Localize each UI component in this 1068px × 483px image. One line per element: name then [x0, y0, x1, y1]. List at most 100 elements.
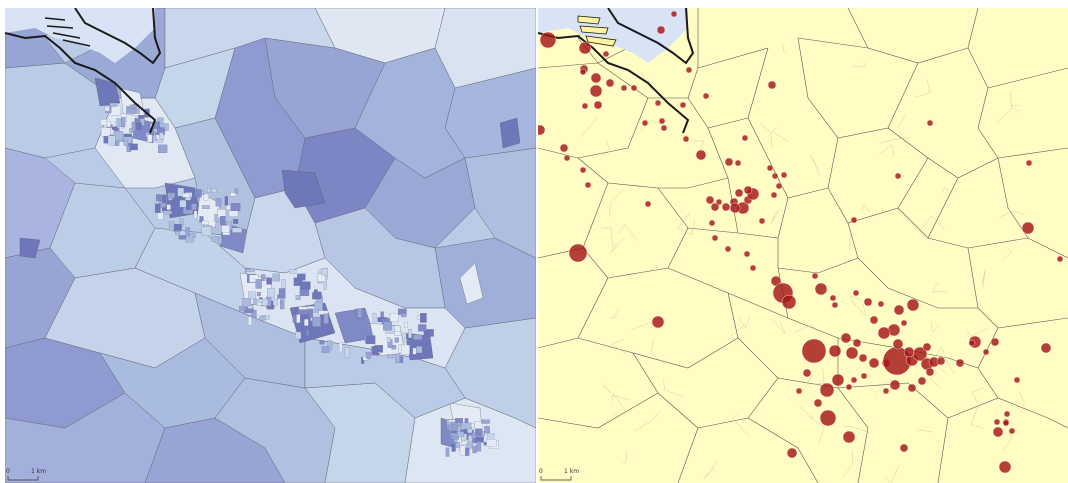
- proportional-symbol[interactable]: [900, 319, 908, 327]
- proportional-symbol[interactable]: [852, 338, 862, 348]
- proportional-symbol[interactable]: [734, 159, 742, 167]
- urban-block[interactable]: [499, 117, 521, 149]
- proportional-symbol[interactable]: [729, 202, 741, 214]
- urban-block[interactable]: [281, 169, 326, 209]
- proportional-symbol[interactable]: [899, 443, 909, 453]
- proportional-symbol[interactable]: [922, 342, 932, 352]
- proportional-symbol[interactable]: [852, 289, 860, 297]
- proportional-symbol[interactable]: [579, 166, 587, 174]
- proportional-symbol[interactable]: [894, 172, 902, 180]
- proportional-symbol[interactable]: [786, 447, 798, 459]
- proportional-symbol[interactable]: [863, 297, 873, 307]
- urban-block[interactable]: [94, 77, 121, 107]
- proportional-symbol[interactable]: [660, 124, 668, 132]
- proportional-symbol[interactable]: [685, 66, 693, 74]
- urban-block[interactable]: [19, 237, 41, 259]
- proportional-symbol[interactable]: [641, 119, 649, 127]
- proportional-symbol[interactable]: [869, 315, 879, 325]
- proportional-symbol-map-panel[interactable]: 0 1 km: [538, 8, 1068, 483]
- proportional-symbol[interactable]: [1002, 419, 1010, 427]
- proportional-symbol[interactable]: [831, 301, 839, 309]
- proportional-symbol[interactable]: [679, 101, 687, 109]
- proportional-symbol[interactable]: [781, 294, 797, 310]
- district[interactable]: [134, 227, 256, 319]
- proportional-symbol[interactable]: [936, 356, 946, 366]
- proportional-symbol[interactable]: [654, 99, 662, 107]
- proportional-symbol[interactable]: [695, 149, 707, 161]
- proportional-symbol[interactable]: [1025, 159, 1033, 167]
- proportional-symbol[interactable]: [813, 398, 823, 408]
- proportional-symbol[interactable]: [1008, 427, 1016, 435]
- proportional-symbol[interactable]: [710, 202, 720, 212]
- proportional-symbol[interactable]: [568, 243, 588, 263]
- proportional-symbol[interactable]: [877, 300, 885, 308]
- district[interactable]: [164, 8, 336, 69]
- proportional-symbol[interactable]: [968, 339, 976, 347]
- proportional-symbol[interactable]: [925, 367, 935, 377]
- proportional-symbol[interactable]: [563, 154, 571, 162]
- proportional-symbol[interactable]: [724, 157, 734, 167]
- proportional-symbol[interactable]: [767, 80, 777, 90]
- proportional-symbol[interactable]: [845, 346, 859, 360]
- proportional-symbol[interactable]: [775, 182, 783, 190]
- proportional-symbol[interactable]: [831, 373, 845, 387]
- proportional-symbol[interactable]: [1003, 410, 1011, 418]
- proportional-symbol[interactable]: [770, 191, 778, 199]
- proportional-symbol[interactable]: [620, 84, 628, 92]
- proportional-symbol[interactable]: [579, 68, 587, 76]
- proportional-symbol[interactable]: [670, 10, 678, 18]
- proportional-symbol[interactable]: [644, 200, 652, 208]
- proportional-symbol[interactable]: [801, 338, 827, 364]
- proportional-symbol[interactable]: [711, 234, 719, 242]
- proportional-symbol[interactable]: [658, 117, 666, 125]
- proportional-symbol[interactable]: [907, 383, 917, 393]
- proportional-symbol[interactable]: [715, 198, 723, 206]
- proportional-symbol[interactable]: [651, 315, 665, 329]
- proportional-symbol[interactable]: [903, 346, 915, 358]
- proportional-symbol[interactable]: [758, 217, 766, 225]
- proportional-symbol[interactable]: [795, 387, 803, 395]
- proportional-symbol[interactable]: [593, 100, 603, 110]
- proportional-symbol[interactable]: [955, 358, 965, 368]
- proportional-symbol[interactable]: [845, 383, 853, 391]
- urban-block[interactable]: [459, 262, 484, 305]
- proportional-symbol[interactable]: [578, 41, 592, 55]
- proportional-symbol[interactable]: [840, 332, 852, 344]
- proportional-symbol-map[interactable]: 0 1 km: [538, 8, 1068, 483]
- proportional-symbol[interactable]: [559, 143, 569, 153]
- proportional-symbol[interactable]: [992, 426, 1004, 438]
- proportional-symbol[interactable]: [1040, 342, 1052, 354]
- proportional-symbol[interactable]: [734, 188, 744, 198]
- proportional-symbol[interactable]: [589, 84, 603, 98]
- proportional-symbol[interactable]: [829, 294, 837, 302]
- proportional-symbol[interactable]: [850, 376, 858, 384]
- proportional-symbol[interactable]: [630, 84, 638, 92]
- proportional-symbol[interactable]: [892, 338, 904, 350]
- proportional-symbol[interactable]: [766, 164, 774, 172]
- proportional-symbol[interactable]: [814, 282, 828, 296]
- proportional-symbol[interactable]: [538, 124, 546, 136]
- proportional-symbol[interactable]: [860, 372, 868, 380]
- proportional-symbol[interactable]: [882, 387, 890, 395]
- proportional-symbol[interactable]: [877, 326, 891, 340]
- proportional-symbol[interactable]: [842, 430, 856, 444]
- choropleth-map-panel[interactable]: 0 1 km: [5, 8, 536, 483]
- proportional-symbol[interactable]: [771, 172, 779, 180]
- proportional-symbol[interactable]: [539, 31, 557, 49]
- proportional-symbol[interactable]: [602, 50, 610, 58]
- proportional-symbol[interactable]: [682, 135, 690, 143]
- proportional-symbol[interactable]: [850, 216, 858, 224]
- proportional-symbol[interactable]: [581, 102, 589, 110]
- proportional-symbol[interactable]: [858, 353, 868, 363]
- proportional-symbol[interactable]: [724, 245, 732, 253]
- proportional-symbol[interactable]: [1056, 255, 1064, 263]
- proportional-symbol[interactable]: [1021, 221, 1035, 235]
- proportional-symbol[interactable]: [705, 195, 715, 205]
- proportional-symbol[interactable]: [917, 376, 927, 386]
- proportional-symbol[interactable]: [584, 181, 592, 189]
- proportional-symbol[interactable]: [926, 119, 934, 127]
- proportional-symbol[interactable]: [741, 134, 749, 142]
- proportional-symbol[interactable]: [828, 344, 842, 358]
- proportional-symbol[interactable]: [982, 348, 990, 356]
- proportional-symbol[interactable]: [868, 357, 880, 369]
